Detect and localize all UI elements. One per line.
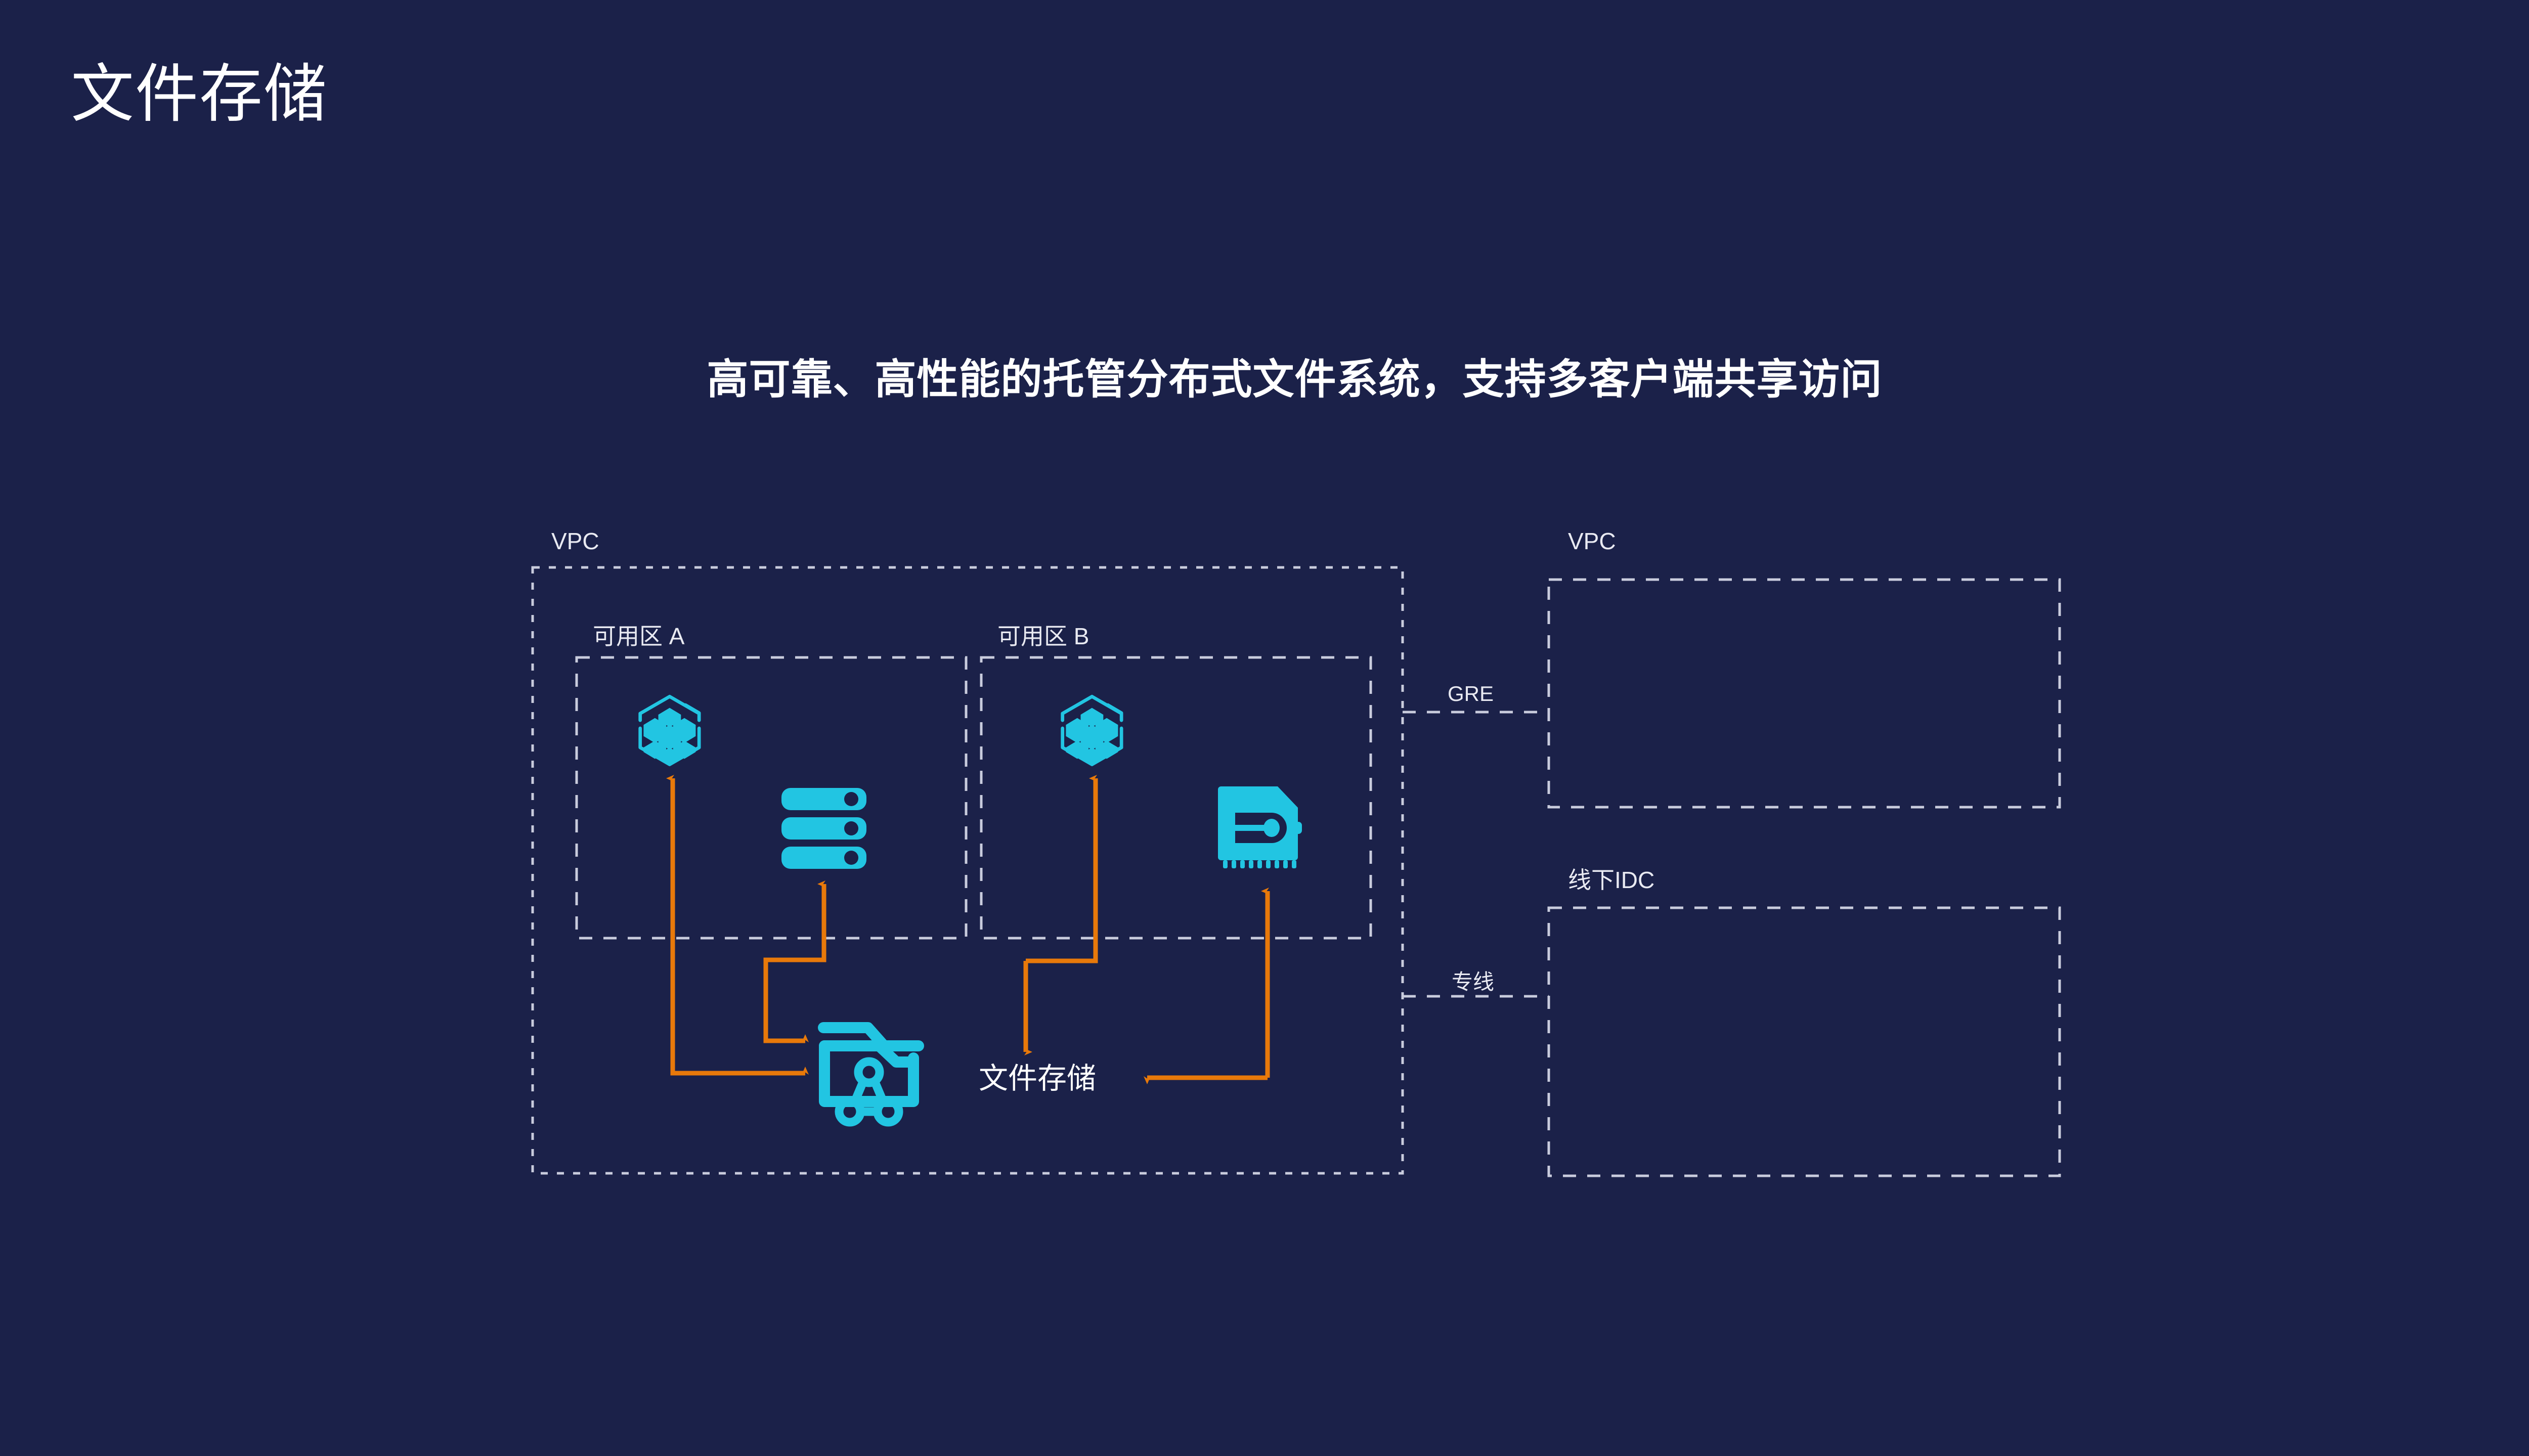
arrow-server-a-to-folder [763,880,826,1043]
vpc-main-box [531,566,1404,1175]
idc-offline-box [1547,906,2061,1177]
vpc-main-label: VPC [551,528,599,554]
arrow-storage-to-container-b [1026,775,1098,963]
page-title: 文件存储 [71,59,328,129]
arrow-folder-to-container-a [666,775,675,1076]
container-cube-icon-zone-a [638,694,701,767]
vpc-remote-label: VPC [1568,528,1616,554]
container-cube-icon-zone-b [1061,694,1123,767]
idc-offline-label: 线下IDC [1568,867,1655,893]
file-storage-caption: 文件存储 [979,1062,1097,1095]
server-rack-icon-zone-a [781,788,866,869]
zone-a-box [575,656,968,940]
zone-a-label: 可用区 A [593,623,685,649]
shared-folder-icon [818,1022,924,1127]
zone-b-box [980,656,1372,940]
vpc-remote-box [1547,578,2061,809]
gre-link-label: GRE [1448,682,1494,705]
headline-text: 高可靠、高性能的托管分布式文件系统，支持多客户端共享访问 [707,357,1883,403]
zone-b-label: 可用区 B [997,623,1089,649]
bare-metal-chip-icon-zone-b [1218,786,1302,868]
dedicated-link-label: 专线 [1452,970,1495,994]
